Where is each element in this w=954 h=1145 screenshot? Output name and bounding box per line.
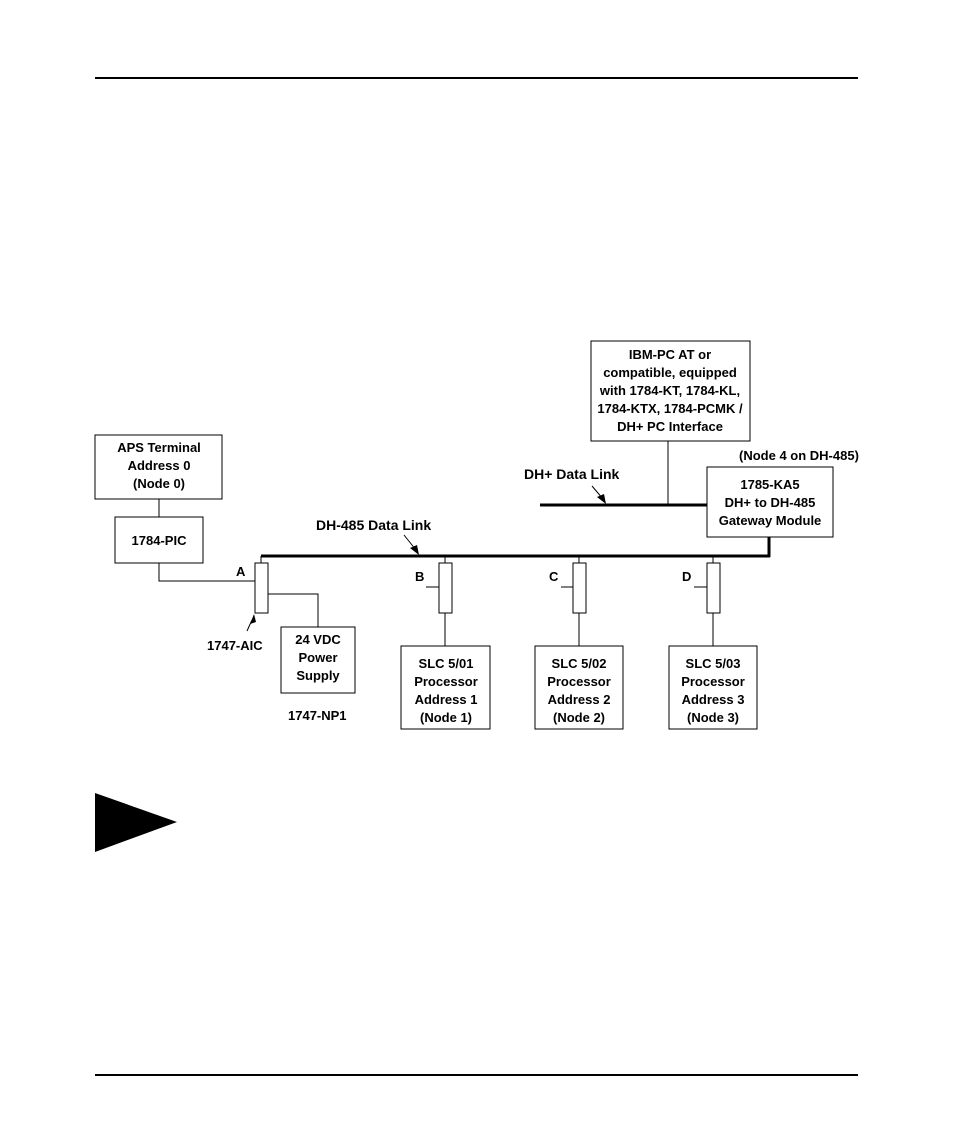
ibm-pc-label: IBM-PC AT or compatible, equipped with 178…: [597, 347, 743, 434]
aic-to-power-line: [268, 593, 319, 627]
label-line: 24 VDC: [295, 632, 341, 647]
tap-c-label: C: [549, 569, 559, 584]
label-line: Processor: [681, 674, 745, 689]
dhplus-link-label: DH+ Data Link: [524, 466, 620, 482]
aic-label: 1747-AIC: [207, 638, 263, 653]
slc3-box: [668, 645, 758, 730]
label-line: APS Terminal: [117, 440, 201, 455]
label-line: Address 1: [415, 692, 478, 707]
pic-to-aic-line: [158, 563, 255, 582]
pic-label: 1784-PIC: [132, 533, 188, 548]
gateway-box: [706, 466, 834, 538]
label-line: 1785-KA5: [740, 477, 799, 492]
label-line: DH+ to DH-485: [725, 495, 816, 510]
note-arrow-icon: [95, 793, 177, 852]
label-line: Supply: [296, 668, 340, 683]
dhplus-arrowhead: [597, 494, 606, 504]
label-line: compatible, equipped: [603, 365, 737, 380]
label-line: Address 3: [682, 692, 745, 707]
slc1-box: [400, 645, 491, 730]
power-supply-box: [280, 626, 356, 694]
tap-b-label: B: [415, 569, 424, 584]
label-line: SLC 5/01: [419, 656, 474, 671]
label-line: Gateway Module: [719, 513, 822, 528]
pic-box: [114, 516, 204, 564]
label-line: 1784-KTX, 1784-PCMK /: [597, 401, 743, 416]
label-line: SLC 5/03: [686, 656, 741, 671]
label-line: DH+ PC Interface: [617, 419, 723, 434]
tap-d-connector: [706, 562, 721, 614]
aps-terminal-box: [94, 434, 223, 500]
label-line: Processor: [547, 674, 611, 689]
label-line: Address 2: [548, 692, 611, 707]
tap-d-label: D: [682, 569, 691, 584]
label-line: IBM-PC AT or: [629, 347, 711, 362]
slc2-box: [534, 645, 624, 730]
np1-label: 1747-NP1: [288, 708, 347, 723]
label-line: Processor: [414, 674, 478, 689]
label-line: (Node 2): [553, 710, 605, 725]
dh485-link-label: DH-485 Data Link: [316, 517, 431, 533]
label-line: (Node 1): [420, 710, 472, 725]
tap-a-label: A: [236, 564, 246, 579]
tap-b-connector: [438, 562, 453, 614]
label-line: Power: [298, 650, 337, 665]
aic-arrowhead: [250, 614, 256, 624]
label-line: 1784-PIC: [132, 533, 188, 548]
tap-a-connector: [254, 562, 269, 614]
label-line: Address 0: [128, 458, 191, 473]
label-line: (Node 3): [687, 710, 739, 725]
tap-c-connector: [572, 562, 587, 614]
dh485-arrowhead: [410, 545, 419, 555]
label-line: with 1784-KT, 1784-KL,: [599, 383, 740, 398]
ibm-pc-box: [590, 340, 751, 442]
label-line: (Node 0): [133, 476, 185, 491]
node4-label: (Node 4 on DH-485): [739, 448, 859, 463]
label-line: SLC 5/02: [552, 656, 607, 671]
